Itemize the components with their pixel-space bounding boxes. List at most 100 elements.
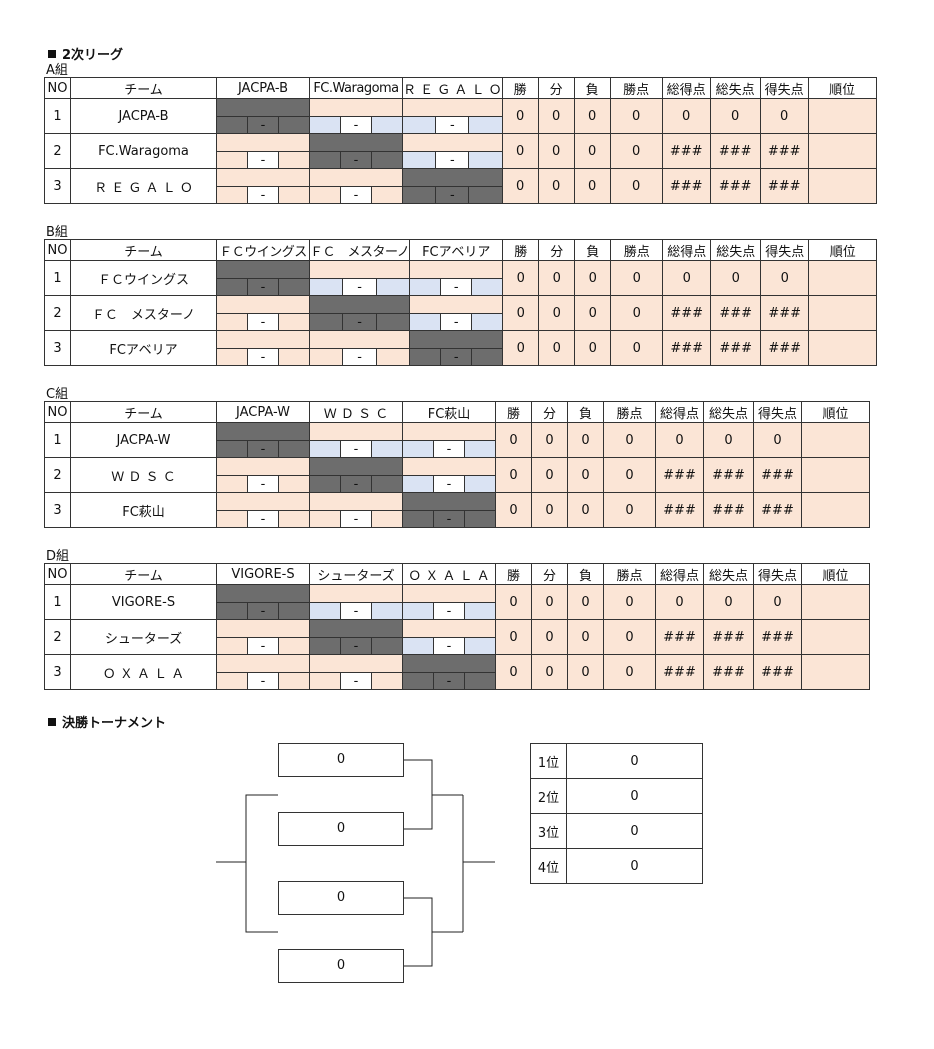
stat-cell: 0 — [603, 492, 656, 528]
pk-dash: - — [247, 278, 279, 296]
match-score-cell — [216, 422, 310, 441]
stat-cell: 0 — [502, 330, 540, 366]
rank-label: 4位 — [530, 848, 567, 884]
stat-cell — [807, 133, 877, 169]
match-score-cell — [309, 492, 403, 511]
section-title-league: 2次リーグ — [48, 44, 123, 63]
match-score-cell — [216, 168, 310, 187]
stat-cell: 0 — [609, 168, 663, 204]
row-number: 3 — [44, 330, 71, 366]
pk-dash: - — [433, 510, 465, 528]
match-score-cell — [308, 295, 411, 314]
stat-cell: 0 — [709, 98, 761, 134]
team-row-bottom: --- — [45, 637, 870, 655]
pk-dash: - — [340, 440, 372, 458]
match-score-cell — [409, 295, 504, 314]
pk-score-right — [471, 313, 504, 331]
pk-dash: - — [342, 313, 377, 331]
pk-score-left — [216, 151, 248, 169]
rank-value: 0 — [566, 778, 703, 814]
stat-cell: ### — [759, 133, 809, 169]
header-stat: 総得点 — [655, 563, 704, 585]
pk-score-right — [278, 278, 310, 296]
header-stat: 総失点 — [703, 401, 754, 423]
stat-cell — [801, 619, 870, 655]
pk-score-left — [309, 475, 341, 493]
pk-score-left — [216, 510, 248, 528]
header-stat: 分 — [531, 563, 568, 585]
team-name: JACPA-W — [70, 422, 217, 458]
match-score-cell — [402, 584, 496, 603]
stat-cell — [807, 168, 877, 204]
stat-cell: 0 — [573, 133, 611, 169]
stat-cell — [801, 492, 870, 528]
pk-dash: - — [340, 151, 372, 169]
group-label: B組 — [46, 225, 68, 240]
team-row-bottom: --- — [45, 672, 870, 690]
pk-score-left — [409, 348, 442, 366]
team-row-bottom: --- — [45, 278, 877, 296]
pk-score-left — [216, 475, 248, 493]
rank-label: 2位 — [530, 778, 567, 814]
square-bullet-icon — [48, 50, 56, 58]
pk-score-right — [371, 602, 403, 620]
rank-label: 1位 — [530, 743, 567, 779]
team-name: VIGORE-S — [70, 584, 217, 620]
pk-score-right — [468, 186, 503, 204]
header-team: チーム — [70, 77, 217, 99]
pk-score-right — [278, 348, 310, 366]
header-stat: 順位 — [801, 563, 870, 585]
pk-score-right — [278, 510, 310, 528]
stat-cell: 0 — [531, 654, 568, 690]
team-name: FCアベリア — [70, 330, 217, 366]
match-score-cell — [402, 457, 496, 476]
stat-cell: 0 — [538, 260, 576, 296]
stat-cell: ### — [662, 295, 712, 331]
stat-cell — [801, 457, 870, 493]
row-number: 3 — [44, 492, 71, 528]
pk-score-right — [371, 186, 403, 204]
group-label: A組 — [46, 63, 68, 78]
bracket-slot-2: 0 — [278, 812, 404, 846]
team-name: シューターズ — [70, 619, 217, 655]
pk-score-left — [309, 186, 341, 204]
row-number: 2 — [44, 133, 71, 169]
stat-cell: ### — [753, 654, 802, 690]
pk-score-right — [278, 637, 310, 655]
pk-score-right — [375, 348, 411, 366]
pk-score-left — [308, 278, 344, 296]
pk-dash: - — [433, 637, 465, 655]
rank-value: 0 — [566, 848, 703, 884]
pk-score-right — [464, 672, 496, 690]
header-stat: 総得点 — [661, 77, 711, 99]
stat-cell: ### — [760, 330, 810, 366]
team-row-bottom: --- — [45, 186, 877, 204]
stat-cell: ### — [753, 619, 802, 655]
match-score-cell — [402, 619, 496, 638]
header-stat: 総失点 — [709, 77, 761, 99]
ranking-row: 1位 0 — [530, 743, 703, 779]
stat-cell: 0 — [567, 492, 604, 528]
stat-cell: 0 — [753, 422, 802, 458]
pk-dash: - — [247, 186, 279, 204]
stat-cell — [801, 654, 870, 690]
pk-score-right — [464, 637, 496, 655]
pk-dash: - — [433, 475, 465, 493]
stat-cell: 0 — [610, 260, 664, 296]
stat-cell: 0 — [538, 295, 576, 331]
stat-cell — [801, 422, 870, 458]
team-row-bottom: --- — [45, 348, 877, 366]
bracket-slot-1: 0 — [278, 743, 404, 777]
match-score-cell — [216, 457, 310, 476]
stat-cell: 0 — [655, 422, 704, 458]
stat-cell — [808, 295, 878, 331]
stat-cell: 0 — [502, 260, 540, 296]
row-number: 1 — [44, 584, 71, 620]
row-number: 3 — [44, 654, 71, 690]
pk-score-right — [371, 151, 403, 169]
